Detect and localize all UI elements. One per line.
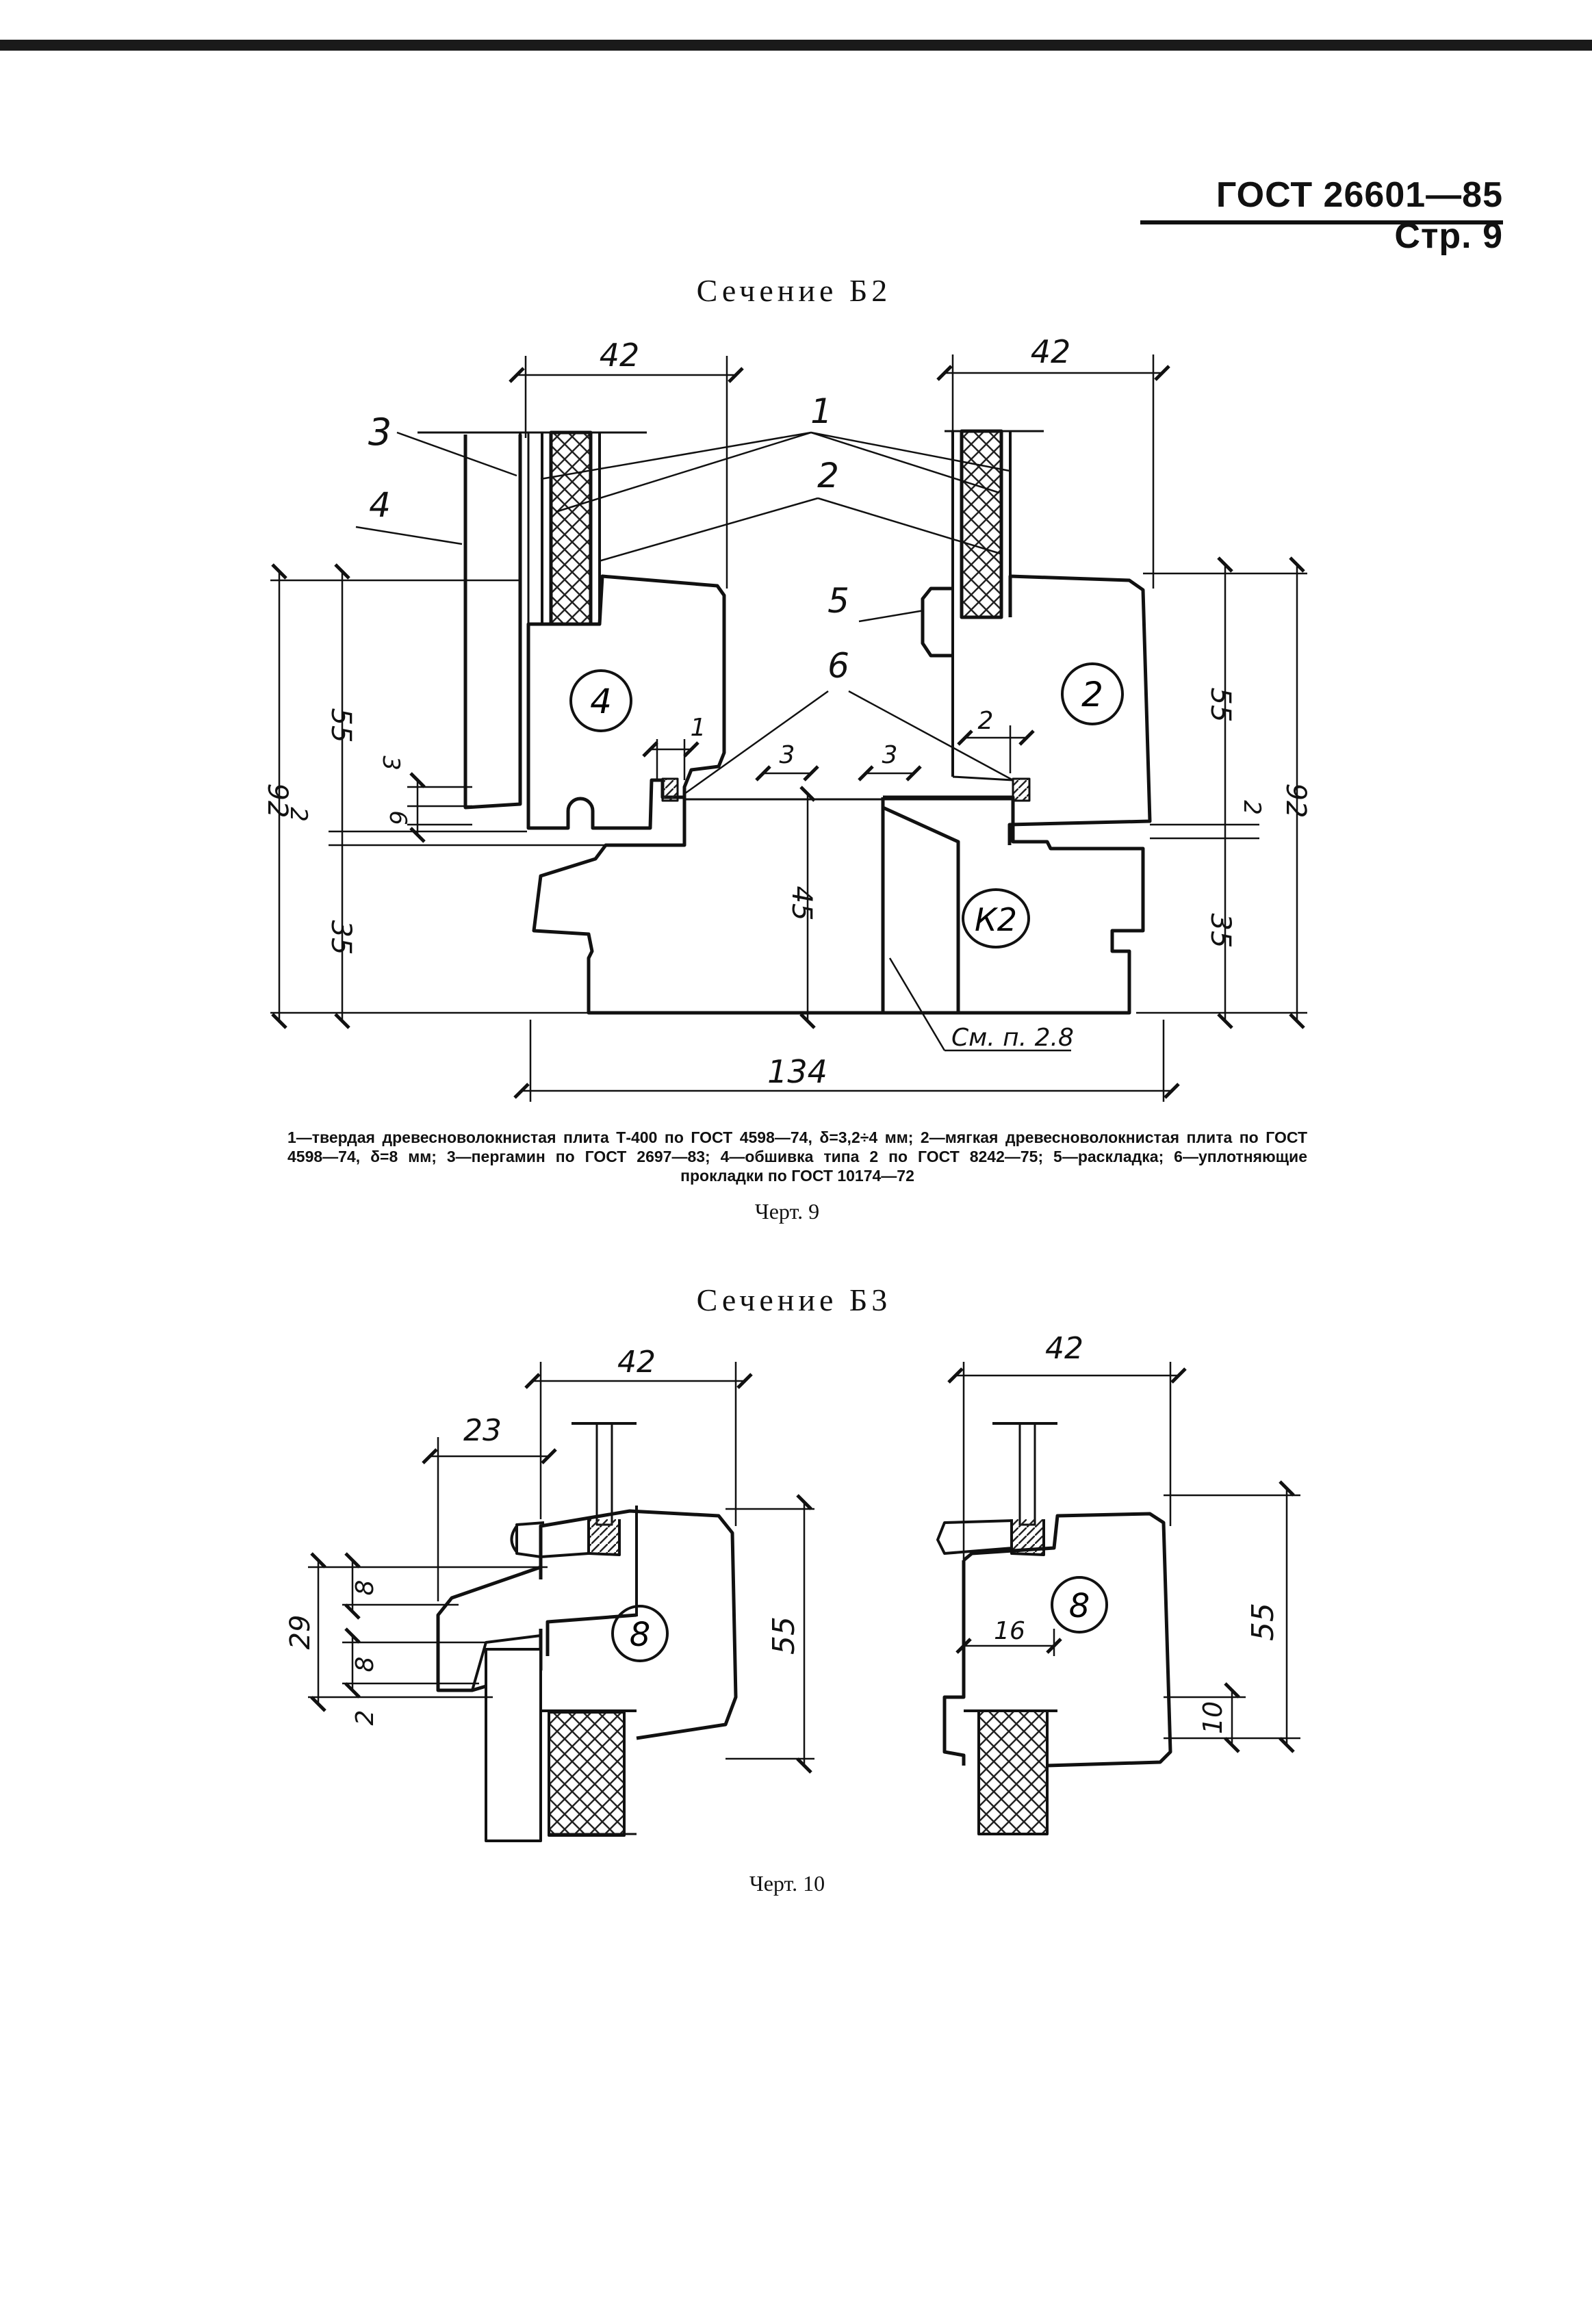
circle-8-right xyxy=(1051,1576,1108,1634)
box-profile-lower-left xyxy=(532,797,960,1015)
fiberboard-insulation-left xyxy=(549,430,593,626)
sheathing-board xyxy=(463,435,522,810)
dim-35-right: 35 xyxy=(1205,914,1236,948)
callout-1: 1 xyxy=(810,391,832,431)
circle-8-right-label: 8 xyxy=(1069,1587,1090,1625)
dim-23: 23 xyxy=(463,1413,502,1448)
header-underline xyxy=(1140,220,1503,224)
dim-134: 134 xyxy=(767,1053,827,1090)
dim-16: 16 xyxy=(994,1617,1025,1645)
callout-5: 5 xyxy=(827,581,849,621)
fiberboard-insulation-right xyxy=(960,429,1003,619)
section-b2-dimensions xyxy=(270,354,1307,1102)
callout-3: 3 xyxy=(368,411,391,454)
seal-right xyxy=(1012,777,1031,802)
dim-8-a: 8 xyxy=(351,1580,379,1596)
dim-42-left: 42 xyxy=(600,337,640,374)
seal-left xyxy=(661,777,679,802)
dim-3-left: 3 xyxy=(377,756,405,771)
dim-6-left: 6 xyxy=(384,810,411,825)
insulation-b3-left xyxy=(548,1711,626,1837)
dim-3-mid-b: 3 xyxy=(882,741,898,769)
dim-42-right: 42 xyxy=(1031,333,1071,370)
dim-55-b3-left: 55 xyxy=(767,1616,801,1655)
circle-2-label: 2 xyxy=(1081,675,1103,714)
circle-kz-label: К2 xyxy=(975,901,1017,938)
drawing-9-legend: 1—твердая древесноволокнистая плита Т-40… xyxy=(287,1128,1307,1185)
dim-42-b3-left: 42 xyxy=(617,1345,656,1380)
dim-3-mid-a: 3 xyxy=(780,741,795,769)
section-b2-drawing xyxy=(418,429,1152,1015)
dim-2-mid: 2 xyxy=(978,707,994,735)
dim-1: 1 xyxy=(691,714,706,742)
callout-2: 2 xyxy=(817,456,839,495)
glass-left xyxy=(595,1422,613,1526)
dim-8-b: 8 xyxy=(351,1657,379,1673)
top-border-rule xyxy=(0,40,1592,51)
dim-35-left: 35 xyxy=(325,920,357,955)
callout-4: 4 xyxy=(369,485,391,525)
circle-2 xyxy=(1061,662,1124,725)
circle-kz xyxy=(962,888,1030,948)
dim-92-right: 92 xyxy=(1280,784,1311,818)
dim-42-b3-right: 42 xyxy=(1045,1331,1083,1366)
glass-right xyxy=(1018,1422,1036,1526)
dim-2-left: 2 xyxy=(285,807,312,822)
dim-55-left: 55 xyxy=(325,708,357,743)
dim-55-b3-right: 55 xyxy=(1246,1603,1281,1641)
drawing-10-caption: Черт. 10 xyxy=(749,1871,825,1896)
glazing-bead xyxy=(921,586,953,658)
section-b2-title: Сечение Б2 xyxy=(696,273,892,308)
insulation-b3-right xyxy=(977,1709,1049,1835)
dim-92-left: 92 xyxy=(261,784,293,818)
note-see-2-8: См. п. 2.8 xyxy=(951,1024,1074,1052)
drawing-9-caption: Черт. 9 xyxy=(754,1199,820,1224)
circle-8-left xyxy=(611,1605,669,1662)
page-header: ГОСТ 26601—85 Стр. 9 xyxy=(1216,175,1503,256)
section-b3-dimensions xyxy=(308,1362,1300,1774)
dim-10: 10 xyxy=(1198,1701,1228,1734)
dim-29: 29 xyxy=(285,1615,316,1650)
dim-55-right: 55 xyxy=(1205,688,1236,723)
left-frame-profile xyxy=(526,574,726,830)
box-profile-kz xyxy=(883,795,1145,1015)
dim-2-right: 2 xyxy=(1238,800,1266,815)
dim-45: 45 xyxy=(786,886,817,921)
right-frame-profile xyxy=(1007,574,1152,845)
circle-4-label: 4 xyxy=(590,682,612,721)
dim-2-b3: 2 xyxy=(351,1710,379,1726)
section-b3-title: Сечение Б3 xyxy=(696,1282,892,1317)
circle-8-left-label: 8 xyxy=(630,1616,651,1654)
callout-6: 6 xyxy=(827,646,849,686)
section-b3-drawing xyxy=(436,1422,1172,1842)
circle-4 xyxy=(569,669,632,732)
